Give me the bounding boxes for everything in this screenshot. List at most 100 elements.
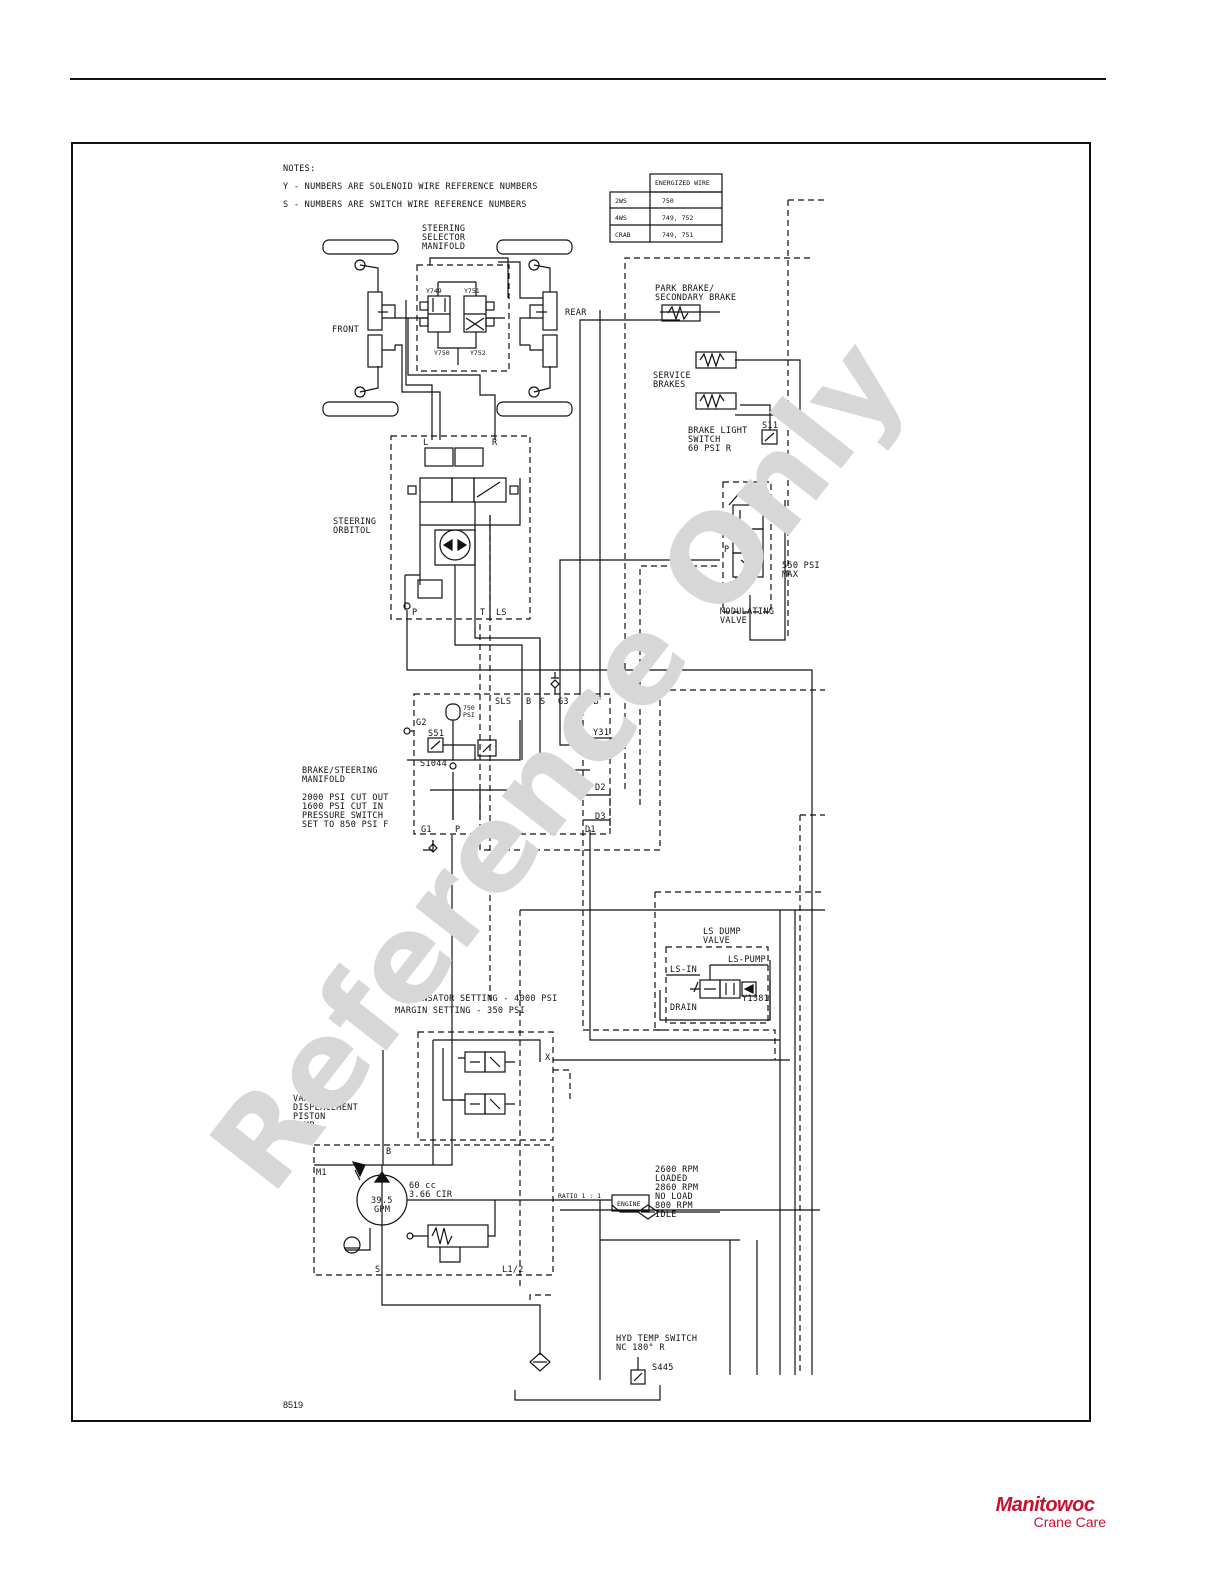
solenoid-y750: Y750 — [434, 349, 450, 357]
port-m1-label: M1 — [316, 1168, 327, 1178]
port-d1-label: D1 — [585, 825, 596, 835]
filters-reservoir — [529, 1204, 720, 1385]
hyd-temp-label-2: NC 180° R — [616, 1343, 665, 1353]
wire-table-header: ENERGIZED WIRE — [655, 179, 710, 187]
ls-dump-label-2: VALVE — [703, 936, 730, 946]
port-d2-label: D2 — [595, 783, 606, 793]
switch-s11: S11 — [762, 421, 778, 431]
brake-steering-manifold — [403, 672, 613, 853]
wire-number-2ws: 750 — [662, 197, 674, 205]
steering-orbitol — [390, 435, 531, 620]
notes-line-2: S - NUMBERS ARE SWITCH WIRE REFERENCE NU… — [283, 200, 527, 210]
service-brakes-label-2: BRAKES — [653, 380, 686, 390]
pressure-switch-label-1: 2000 PSI CUT OUT — [302, 793, 389, 803]
park-brake-label-2: SECONDARY BRAKE — [655, 293, 736, 303]
header-rule — [70, 78, 1106, 80]
wire-mode-4ws: 4WS — [615, 214, 627, 222]
port-b-pump-label: B — [386, 1147, 391, 1157]
modulating-max-1: 550 PSI — [782, 561, 820, 571]
port-l12-label: L1/2 — [502, 1265, 524, 1275]
brake-actuators — [661, 304, 778, 445]
service-brakes-label-1: SERVICE — [653, 371, 691, 381]
solenoid-y31: Y31 — [593, 728, 609, 738]
notes-line-1: Y - NUMBERS ARE SOLENOID WIRE REFERENCE … — [283, 182, 538, 192]
diagram-frame — [71, 142, 1091, 1422]
brand-logo: Manitowoc Crane Care — [996, 1494, 1106, 1530]
port-sls-label: SLS — [495, 697, 511, 707]
port-p-manifold-label: P — [455, 825, 460, 835]
switch-s1044: S1044 — [420, 759, 447, 769]
solenoid-y1381: Y1381 — [742, 994, 769, 1004]
port-ls-label: LS — [496, 608, 507, 618]
brake-light-label-3: 60 PSI R — [688, 444, 732, 454]
brake-steering-label-2: MANIFOLD — [302, 775, 345, 785]
steering-selector-label-1: STEERING — [422, 224, 465, 234]
ratio-label: RATIO 1 : 1 — [558, 1192, 601, 1200]
front-label: FRONT — [332, 325, 359, 335]
switch-s51: S51 — [428, 729, 444, 739]
solenoid-y751: Y751 — [464, 287, 480, 295]
pump-flow-1: 39.5 — [371, 1196, 393, 1206]
rpm-2: LOADED — [655, 1174, 688, 1184]
modulating-valve-label-1: MODULATING — [720, 607, 774, 617]
pump-label-1: VARIABLE — [293, 1094, 336, 1104]
piston-pump — [313, 1144, 650, 1276]
drain-label: DRAIN — [670, 1003, 697, 1013]
modulating-port-p: P — [724, 545, 729, 555]
pump-label-3: PISTON — [293, 1112, 326, 1122]
notes-heading: NOTES: — [283, 164, 316, 174]
pressure-lines — [314, 310, 825, 1401]
pressure-switch-label-2: 1600 PSI CUT IN — [302, 802, 383, 812]
reference-only-watermark: Reference Only — [185, 315, 931, 1216]
pump-controls — [417, 1031, 554, 1165]
figure-number: 8519 — [283, 1400, 303, 1410]
port-r-label: R — [492, 438, 498, 448]
port-t-label: T — [480, 608, 485, 618]
pump-label-4: PUMP — [293, 1121, 315, 1131]
displacement-2: 3.66 CIR — [409, 1190, 453, 1200]
port-s-label: S — [540, 697, 545, 707]
steering-orbitol-label-1: STEERING — [333, 517, 376, 527]
steering-selector-manifold — [395, 257, 543, 440]
rear-label: REAR — [565, 308, 587, 318]
compensator-setting: COMPENSATOR SETTING - 4000 PSI — [395, 994, 558, 1004]
port-g3-label: G3 — [558, 697, 569, 707]
ls-pump-label: LS-PUMP — [728, 955, 766, 965]
port-x-label: X — [545, 1053, 551, 1063]
ls-dump-label-1: LS DUMP — [703, 927, 741, 937]
hyd-temp-label-1: HYD TEMP SWITCH — [616, 1334, 697, 1344]
pump-label-2: DISPLACEMENT — [293, 1103, 358, 1113]
port-p-orbitol-label: P — [412, 608, 417, 618]
port-b-label: B — [526, 697, 531, 707]
port-pb-label: PB — [588, 697, 599, 707]
displacement-1: 60 cc — [409, 1181, 436, 1191]
port-s-pump-label: S — [375, 1265, 380, 1275]
rpm-6: IDLE — [655, 1210, 677, 1220]
brake-steering-label-1: BRAKE/STEERING — [302, 766, 378, 776]
rpm-4: NO LOAD — [655, 1192, 693, 1202]
steering-orbitol-label-2: ORBITOL — [333, 526, 371, 536]
margin-setting: MARGIN SETTING - 350 PSI — [395, 1006, 525, 1016]
rpm-5: 800 RPM — [655, 1201, 693, 1211]
pilot-lines — [479, 199, 825, 1375]
rpm-1: 2600 RPM — [655, 1165, 698, 1175]
port-pfls-label: PFLS — [482, 825, 504, 835]
accumulator-label-2: PSI — [463, 711, 475, 719]
port-l-label: L — [423, 438, 428, 448]
brake-light-label-2: SWITCH — [688, 435, 721, 445]
steering-selector-label-2: SELECTOR — [422, 233, 466, 243]
steering-selector-label-3: MANIFOLD — [422, 242, 465, 252]
brand-subtitle: Crane Care — [1033, 1514, 1106, 1530]
modulating-max-2: MAX — [782, 570, 799, 580]
switch-s445: S445 — [652, 1363, 674, 1373]
axle-assembly — [322, 239, 573, 417]
modulating-valve-label-2: VALVE — [720, 616, 747, 626]
wire-mode-crab: CRAB — [615, 231, 631, 239]
solenoid-y749: Y749 — [426, 287, 442, 295]
modulating-valve — [722, 481, 772, 613]
wire-number-4ws: 749, 752 — [662, 214, 693, 222]
rpm-3: 2860 RPM — [655, 1183, 698, 1193]
wire-table — [609, 173, 723, 243]
pump-flow-2: GPM — [374, 1205, 390, 1215]
